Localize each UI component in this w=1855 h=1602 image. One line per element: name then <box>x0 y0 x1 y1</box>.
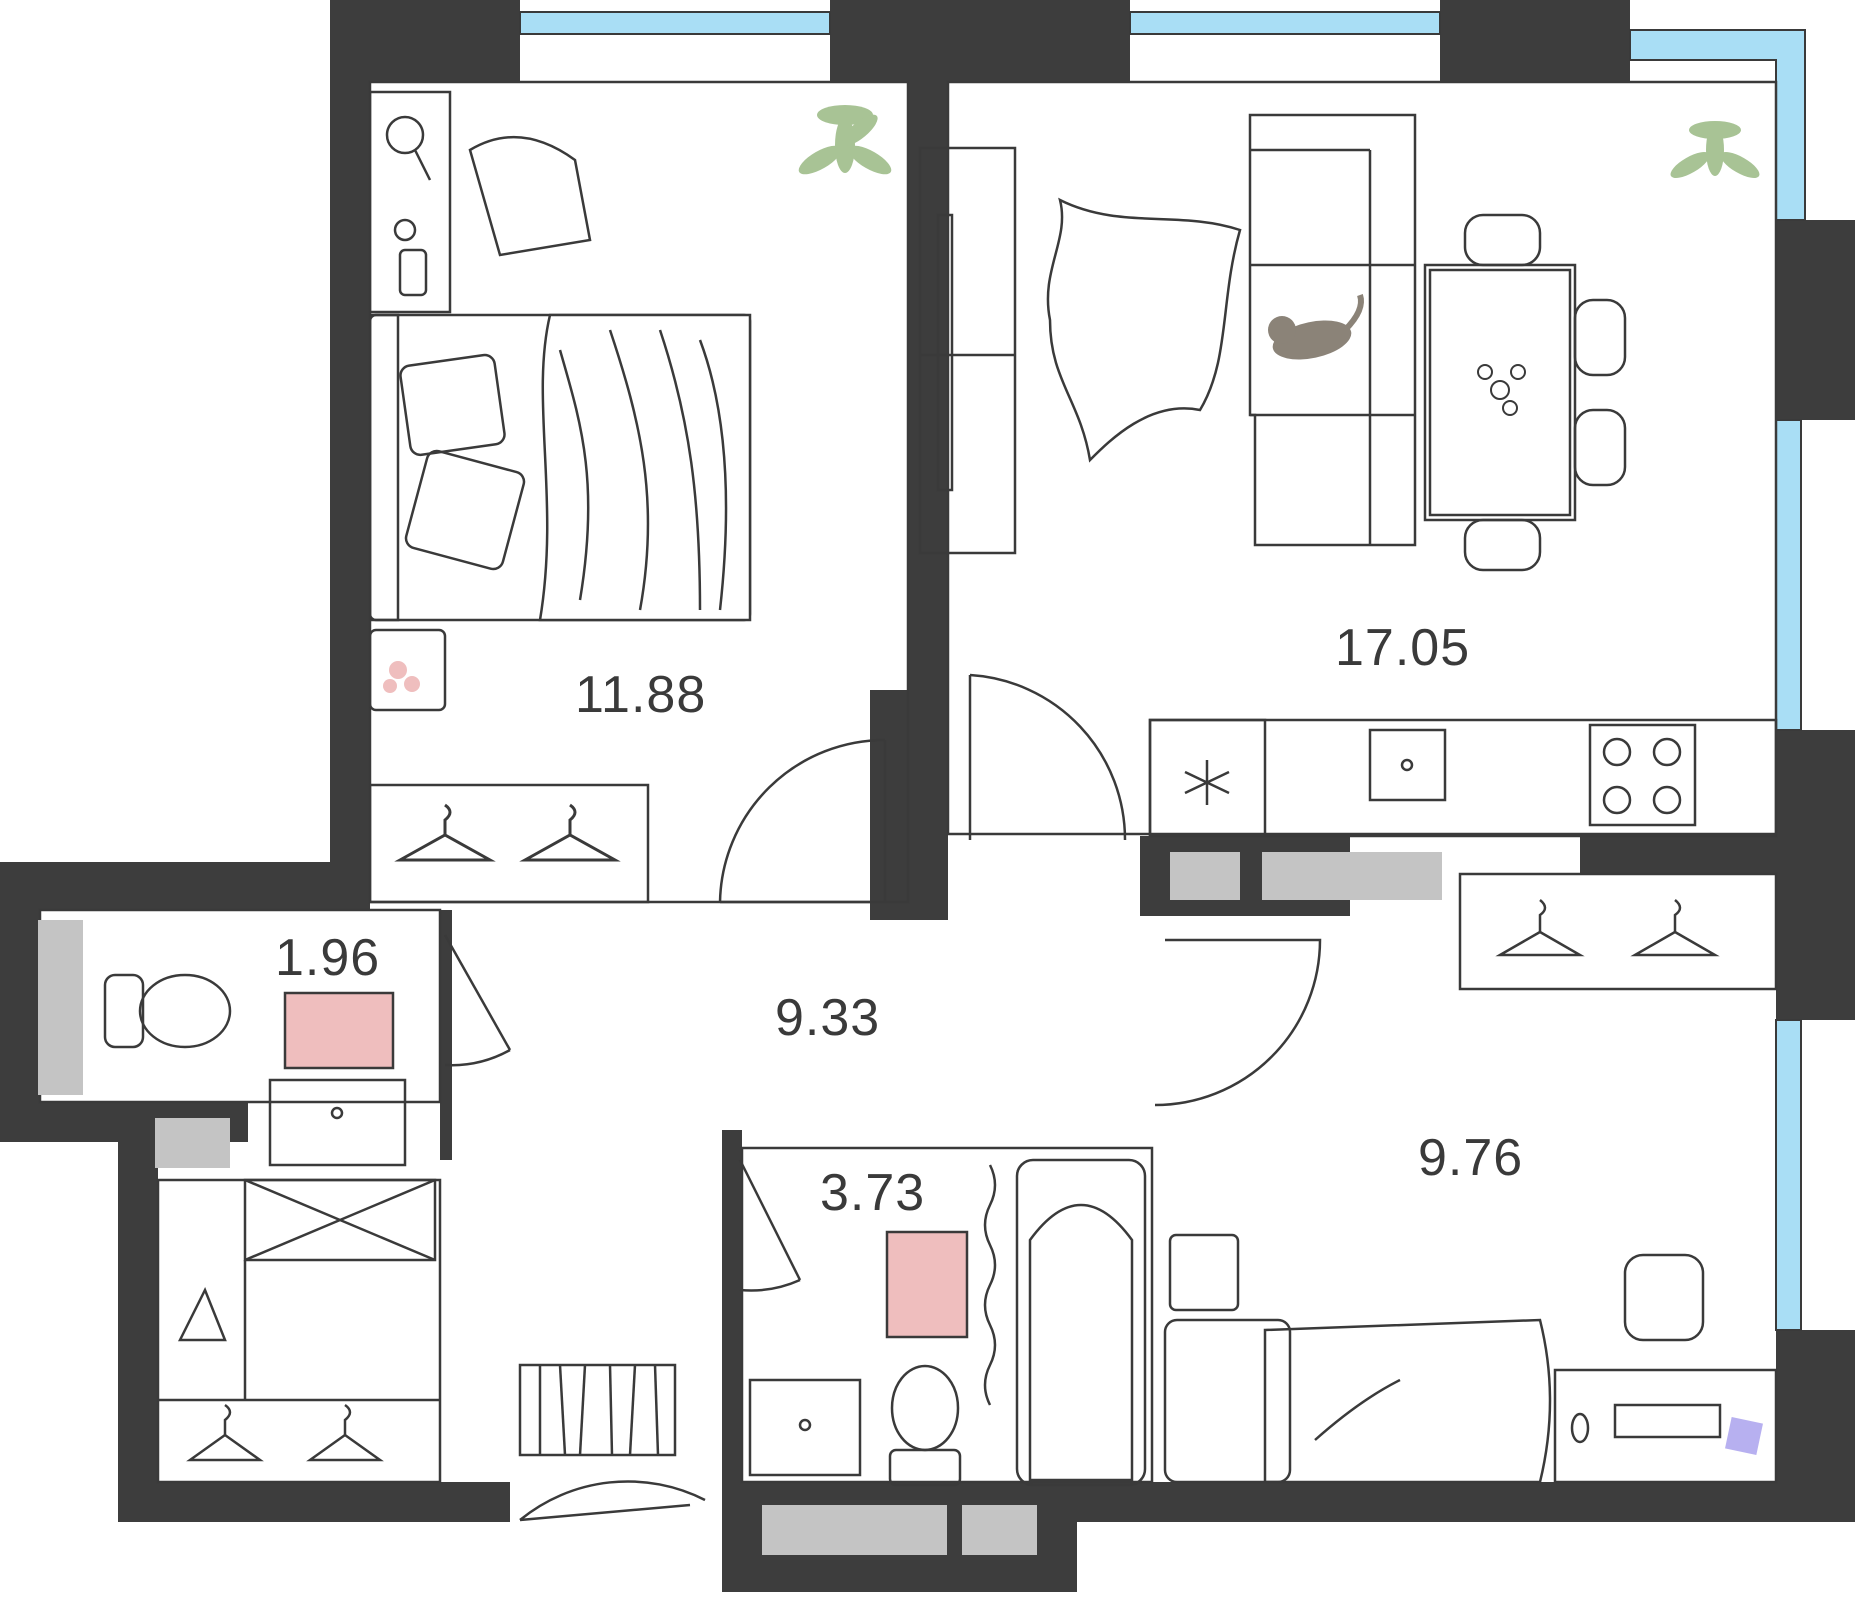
windows <box>519 11 1806 1331</box>
entry-door-swing <box>519 1480 706 1521</box>
bedroom-furniture <box>368 90 752 904</box>
nightstand <box>368 628 447 712</box>
closet <box>243 1178 437 1262</box>
hanger-icon <box>394 803 621 862</box>
flowers-icon <box>1477 364 1526 416</box>
bathroom-furniture <box>740 1146 1154 1487</box>
sink <box>1368 728 1447 802</box>
toilet-door-leaf <box>443 934 512 1051</box>
bedroom-door-swing <box>718 738 886 903</box>
toilet-room-furniture <box>103 973 407 1167</box>
toilet-bowl <box>890 1364 960 1452</box>
living-furniture <box>918 113 1778 838</box>
storage-blocks <box>38 852 1442 1555</box>
plant-icon <box>798 105 892 175</box>
entry-wardrobe <box>1458 872 1778 991</box>
entry-door-leaf <box>519 1503 691 1522</box>
bedside-table <box>1168 1233 1240 1312</box>
tv <box>936 213 954 492</box>
snowflake-icon <box>1184 760 1230 805</box>
bath-door-leaf <box>738 1159 802 1281</box>
tv-stand <box>918 146 1017 555</box>
book-icon <box>1725 1417 1763 1455</box>
dining-table <box>1423 263 1577 522</box>
rug <box>1046 197 1242 463</box>
chair <box>1573 298 1627 377</box>
bath-door-swing <box>739 1278 801 1292</box>
flower-pot-icon <box>383 661 420 693</box>
vanity-table <box>368 90 452 314</box>
plant-icon <box>1670 121 1760 178</box>
chair <box>1463 213 1542 267</box>
cat-icon <box>1268 294 1364 360</box>
bedroom-decor <box>383 105 892 862</box>
room-area-labels: 11.88 17.05 1.96 9.33 3.73 9.76 <box>275 619 1523 1222</box>
area-bathroom: 3.73 <box>820 1164 925 1222</box>
kids-door-swing <box>1154 938 1322 1107</box>
fridge <box>1148 718 1267 838</box>
doors <box>443 673 1322 1522</box>
chair <box>1573 408 1627 487</box>
living-decor <box>1184 121 1760 805</box>
toilet-bowl <box>103 973 145 1049</box>
rug <box>885 1230 969 1339</box>
stool-icon <box>468 135 592 257</box>
area-kids-room: 9.76 <box>1418 1129 1523 1187</box>
area-toilet: 1.96 <box>275 929 380 987</box>
kids-room-furniture <box>1163 1233 1778 1484</box>
desk-chair <box>1623 1253 1705 1342</box>
hanger-icon <box>177 1286 227 1342</box>
hall-furniture <box>158 1178 677 1462</box>
living-door-swing <box>969 673 1127 841</box>
mirror-icon <box>385 115 425 155</box>
chair <box>1463 518 1542 572</box>
quilt <box>1263 1318 1552 1484</box>
pillow <box>404 449 526 571</box>
kitchen-counter <box>1148 718 1778 838</box>
doormat <box>518 1363 677 1457</box>
area-living-kitchen: 17.05 <box>1335 619 1470 677</box>
wash-basin <box>748 1378 862 1477</box>
rug <box>283 991 395 1070</box>
shower-curtain <box>983 1164 997 1406</box>
area-bedroom: 11.88 <box>575 666 706 724</box>
wardrobe <box>368 783 650 904</box>
pillow <box>399 353 506 457</box>
area-hallway: 9.33 <box>775 989 880 1047</box>
hob <box>1588 723 1697 827</box>
bathtub <box>1015 1158 1147 1487</box>
desk <box>1553 1368 1778 1484</box>
toilet-door-swing <box>444 1048 511 1067</box>
wash-basin <box>268 1078 407 1167</box>
